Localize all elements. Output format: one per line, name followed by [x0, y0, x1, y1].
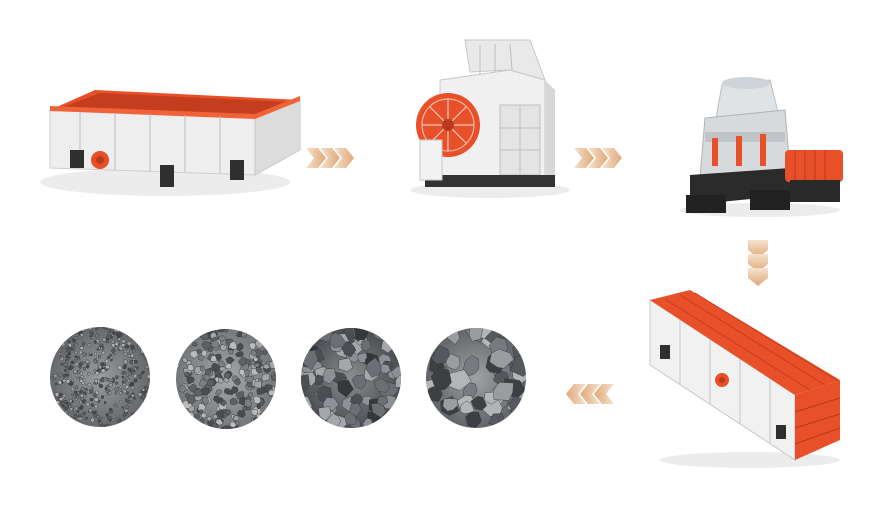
- jaw-crusher: [410, 39, 570, 198]
- vibrating-feeder: [40, 90, 301, 196]
- arrow-feeder-to-jaw: [306, 148, 354, 168]
- arrow-jaw-to-cone: [574, 148, 622, 168]
- aggregate-fine: [50, 327, 150, 427]
- cone-crusher: [680, 77, 843, 217]
- aggregate-small: [176, 329, 276, 429]
- aggregate-coarse: [426, 328, 526, 428]
- vibrating-screen: [649, 290, 841, 468]
- arrow-screen-to-aggregates: [566, 384, 614, 404]
- arrow-cone-to-screen: [748, 240, 768, 286]
- aggregate-medium: [301, 328, 401, 428]
